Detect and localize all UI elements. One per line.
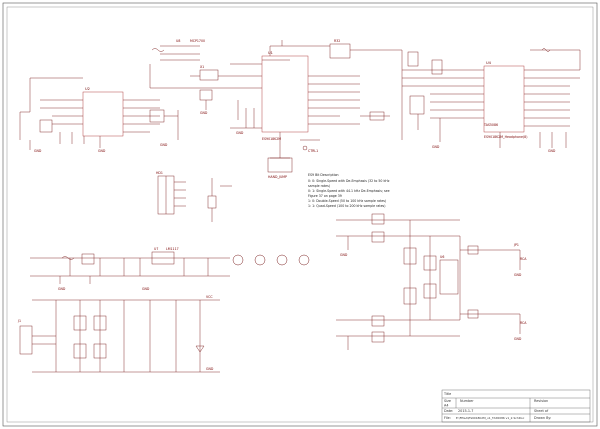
u8-part: MCP1700 — [190, 39, 205, 43]
u8-label: U8 — [176, 39, 180, 43]
j1-label: J1 — [17, 319, 21, 323]
title-block-date-value: 2015-1-7 — [458, 409, 473, 413]
notes-line-4: 1: 0: Double-Speed (50 to 100 kHz sample… — [308, 199, 386, 203]
notes-line-2: 0: 1: Single-Speed with 44.1 kHz De-Emph… — [308, 189, 390, 193]
notes-line-3: Figure 37 on page 39 — [308, 194, 342, 198]
gnd-label-4: GND — [200, 111, 208, 115]
notes-line-1: sample rates) — [308, 184, 330, 188]
notes-line-0: 0: 0: Single-Speed with De-Emphasis (32 … — [308, 179, 390, 183]
title-block-drawn-label: Drawn By: — [534, 416, 551, 420]
regulator-block — [30, 251, 230, 284]
gnd-label-13: GND — [340, 253, 348, 257]
notes-heading: ES9 Bit Description — [308, 173, 339, 177]
title-block-file-value: E:\FPGA\ES9018K2M_v1_TAS5086 v1_2.SchDoc — [456, 416, 525, 420]
u1-dac-block — [261, 40, 403, 173]
header-block — [157, 175, 232, 222]
rca-label-1: RCA — [520, 257, 527, 261]
u3-part: ES9018K2M_Headphone(8) — [484, 135, 527, 139]
oscillator-block — [149, 45, 262, 129]
title-block-file-label: File: — [444, 416, 451, 420]
gnd-label-5: GND — [236, 131, 244, 135]
r32-label: R32 — [334, 39, 340, 43]
gnd-label-8: GND — [58, 287, 66, 291]
u7-part: LM1117 — [166, 247, 179, 251]
title-block-title-label: Title — [443, 392, 451, 396]
u7-label: U7 — [154, 247, 158, 251]
gnd-label-2: GND — [98, 149, 106, 153]
gnd-label-11: GND — [514, 273, 522, 277]
gnd-label-3: GND — [160, 143, 168, 147]
vcc-label-1: VCC — [206, 295, 213, 299]
title-block-sheet-label: Sheet of — [534, 409, 549, 413]
test-points — [232, 254, 310, 266]
u4-part: TAS5086 — [483, 123, 498, 127]
u2-block — [19, 77, 179, 150]
ctrl-label: CTRL1 — [308, 149, 318, 153]
hand-jump-label: HAND_JUMP — [268, 175, 287, 179]
title-block-revision-label: Revision — [534, 399, 548, 403]
rca-label-2: RCA — [520, 321, 527, 325]
output-stage-block — [336, 213, 521, 350]
u6-label: U6 — [440, 255, 444, 259]
gnd-label-12: GND — [514, 337, 522, 341]
x1-label: X1 — [200, 65, 204, 69]
gnd-label-10: GND — [206, 367, 214, 371]
title-block-size-label: Size — [444, 399, 451, 403]
title-block-number-label: Number — [460, 399, 474, 403]
title-block-size-value: A4 — [444, 404, 448, 408]
sheet-inner-border — [6, 6, 594, 423]
jp1-label: JP1 — [513, 243, 519, 247]
u4-block — [402, 48, 581, 148]
header-label: HD1 — [156, 171, 163, 175]
title-block-date-label: Date: — [444, 409, 453, 413]
u2-label: U2 — [85, 87, 90, 91]
gnd-label-7: GND — [548, 149, 556, 153]
gnd-label-1: GND — [34, 149, 42, 153]
power-input-block — [19, 299, 220, 373]
gnd-label-9: GND — [142, 287, 150, 291]
notes-block: ES9 Bit Description 0: 0: Single-Speed w… — [308, 173, 390, 208]
gnd-label-6: GND — [432, 145, 440, 149]
title-block — [441, 389, 591, 423]
u1-part: ES9018K2M — [262, 137, 281, 141]
u4-label: U4 — [486, 61, 492, 65]
notes-line-5: 1: 1: Quad-Speed (100 to 200 kHz sample … — [308, 204, 385, 208]
u1-label: U1 — [268, 51, 273, 55]
